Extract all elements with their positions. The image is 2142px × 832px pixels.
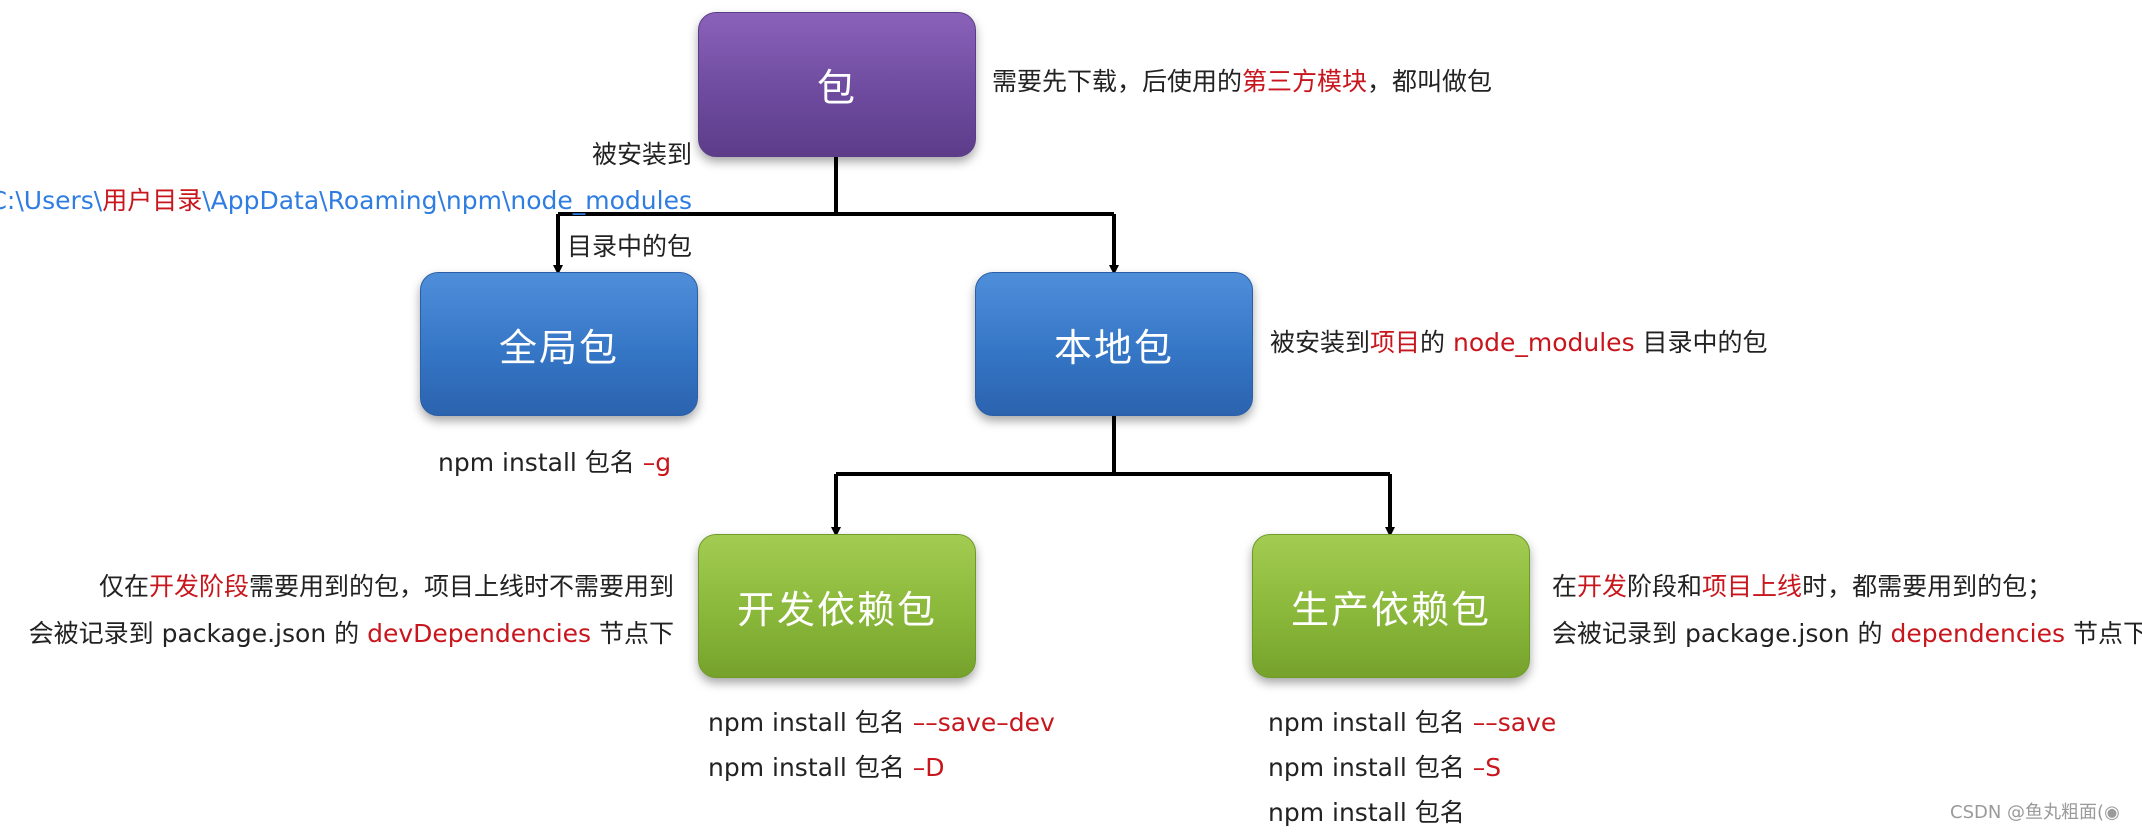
global-install-command: npm install 包名 –g [438, 448, 672, 477]
global-install-label: 被安装到 [591, 140, 692, 169]
dev-install-command-1: npm install 包名 ––save–dev [708, 708, 1055, 737]
local-description: 被安装到项目的 node_modules 目录中的包 [1270, 328, 1768, 357]
node-global-label: 全局包 [498, 325, 619, 370]
dev-description-line1: 仅在开发阶段需要用到的包，项目上线时不需要用到 [98, 572, 674, 601]
prod-install-command-2: npm install 包名 –S [1268, 753, 1502, 782]
node-global-package: 全局包 [420, 272, 698, 416]
node-local-package: 本地包 [975, 272, 1253, 416]
node-local-label: 本地包 [1053, 325, 1174, 370]
watermark: CSDN @鱼丸粗面(◉ [1950, 802, 2120, 823]
node-dev-label: 开发依赖包 [736, 587, 937, 632]
node-dev-dependency-package: 开发依赖包 [698, 534, 976, 678]
global-install-path: C:\Users\用户目录\AppData\Roaming\npm\node_m… [0, 186, 692, 215]
global-install-path-suffix: 目录中的包 [566, 232, 692, 261]
prod-install-command-1: npm install 包名 ––save [1268, 708, 1557, 737]
node-prod-label: 生产依赖包 [1290, 587, 1491, 632]
prod-description-line1: 在开发阶段和项目上线时，都需要用到的包； [1552, 572, 2053, 601]
node-prod-dependency-package: 生产依赖包 [1252, 534, 1530, 678]
prod-description-line2: 会被记录到 package.json 的 dependencies 节点下 [1552, 619, 2142, 648]
node-package: 包 [698, 12, 976, 157]
dev-description-line2: 会被记录到 package.json 的 devDependencies 节点下 [28, 619, 674, 648]
package-description: 需要先下载，后使用的第三方模块，都叫做包 [992, 67, 1493, 96]
node-package-label: 包 [816, 66, 857, 110]
dev-install-command-2: npm install 包名 –D [708, 753, 945, 782]
prod-install-command-3: npm install 包名 [1268, 798, 1465, 827]
